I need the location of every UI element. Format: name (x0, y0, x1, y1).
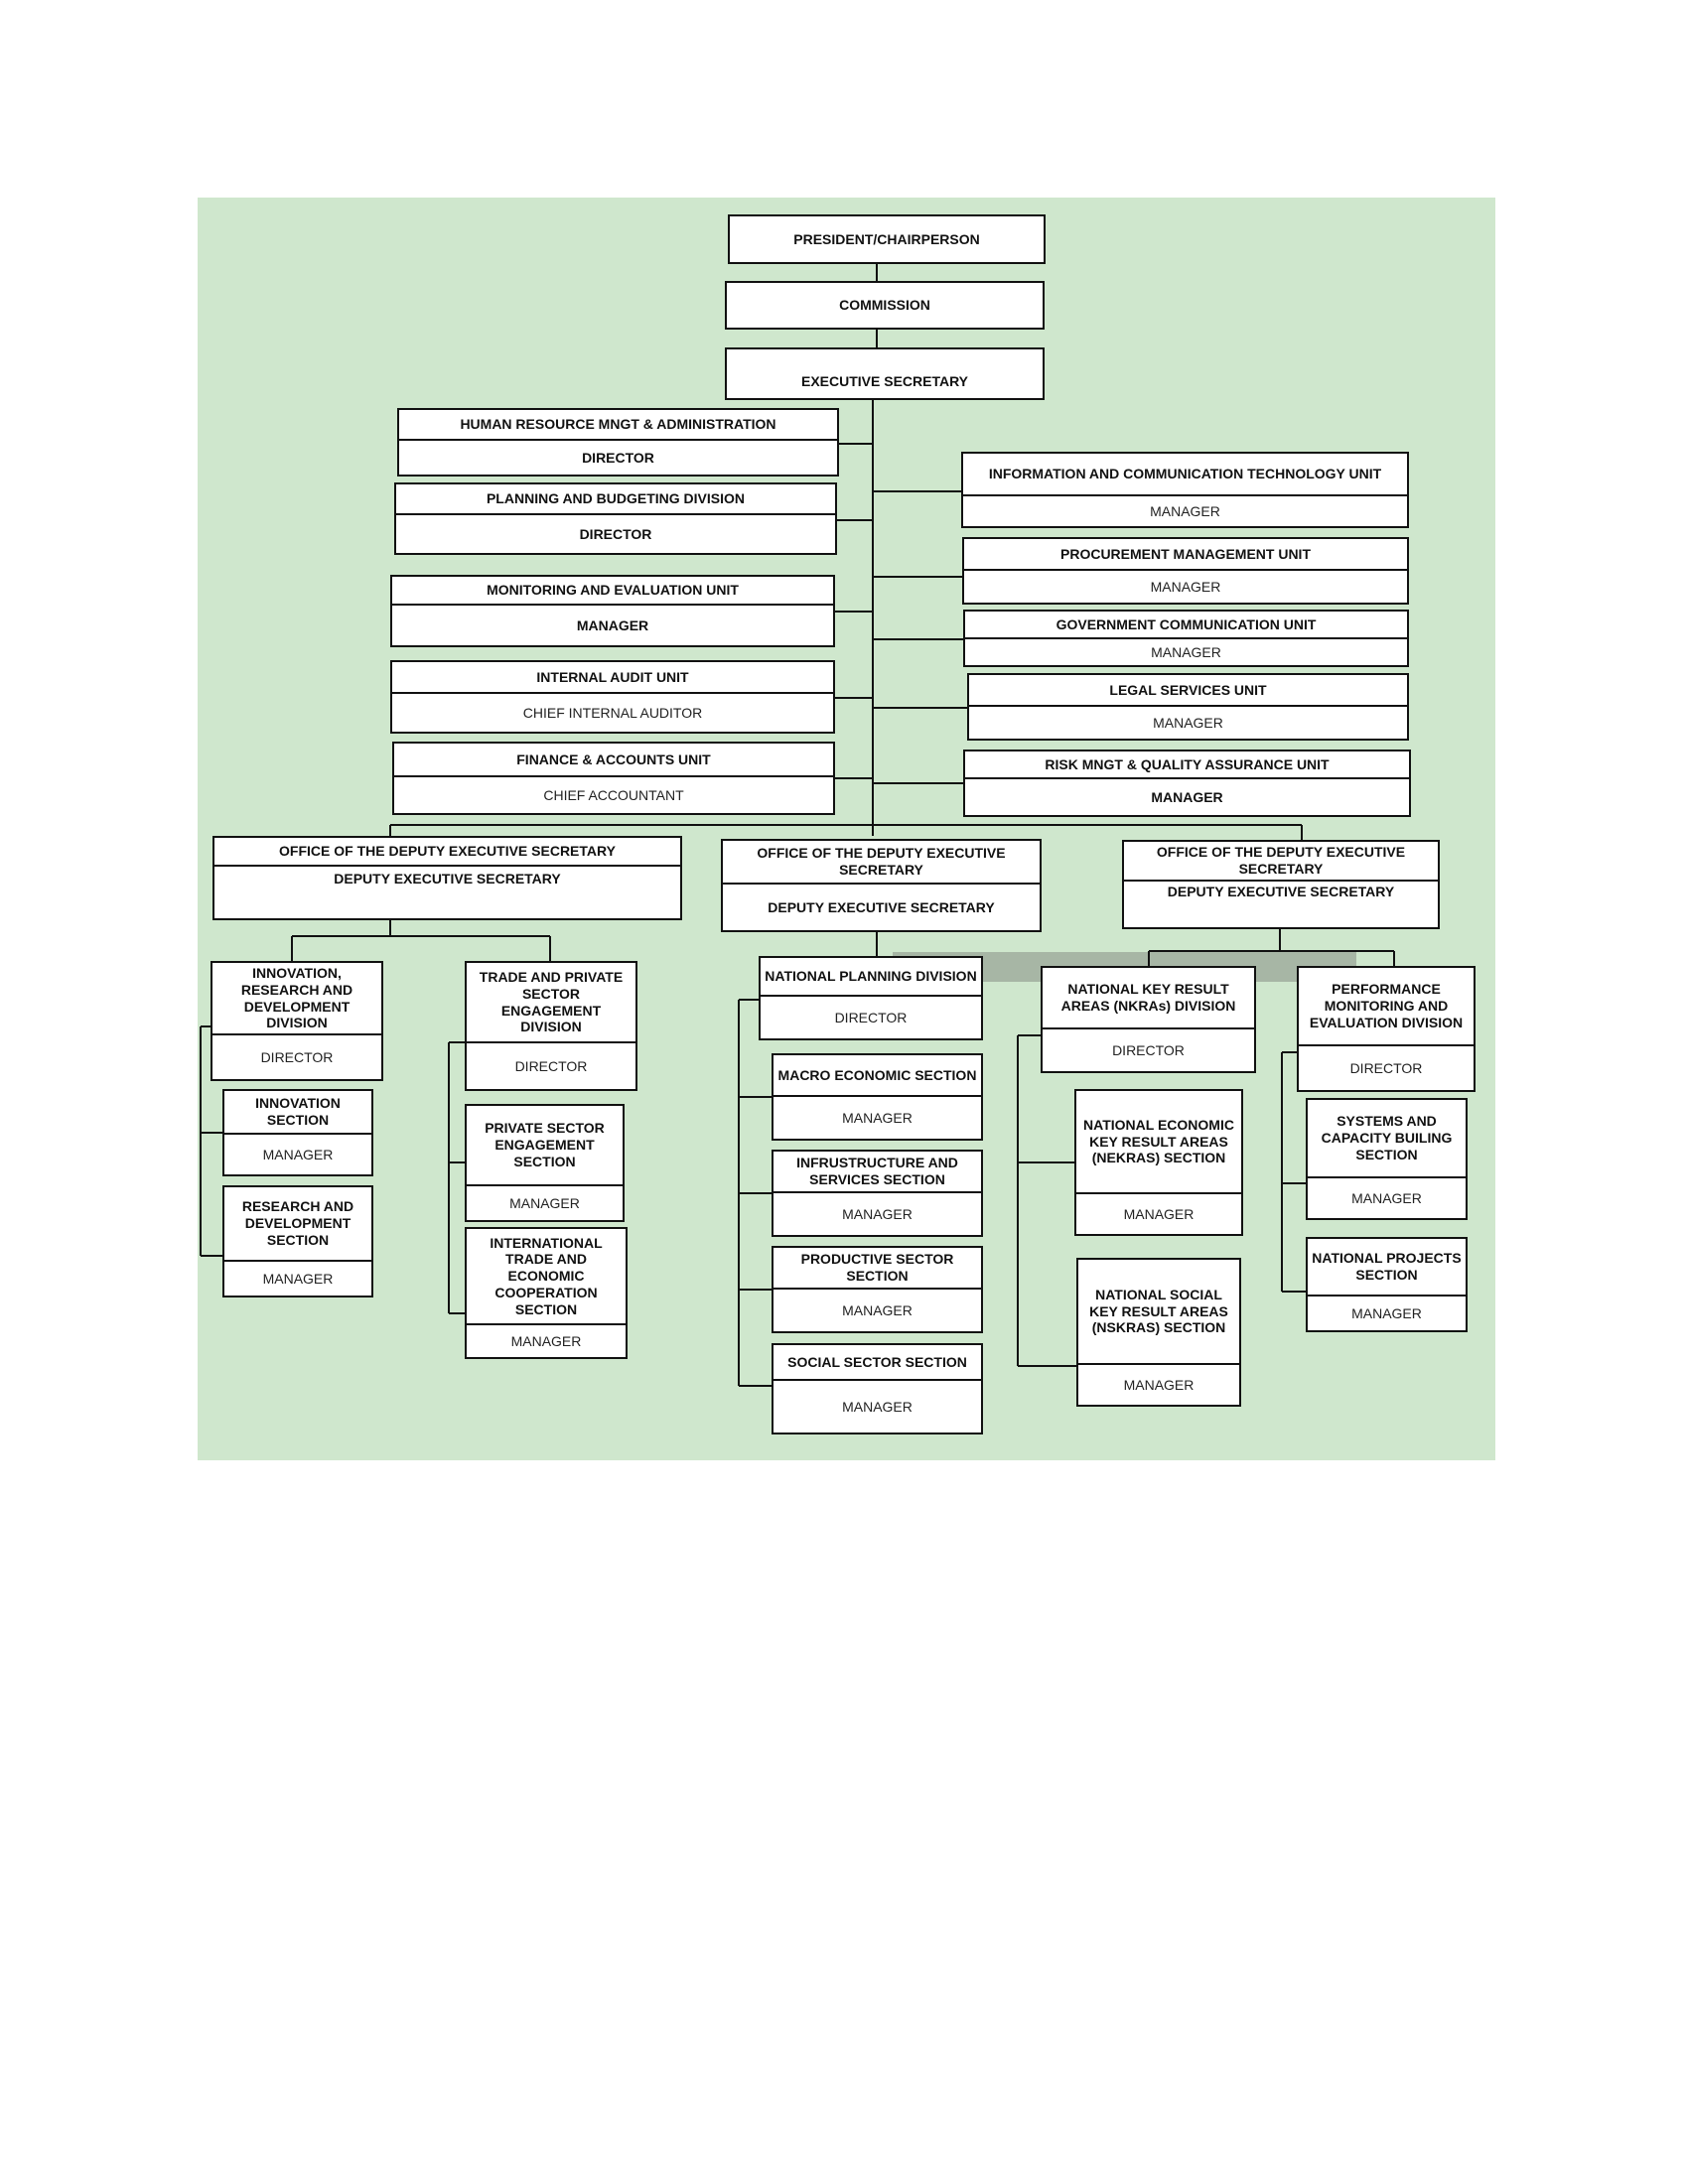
section-head: MANAGER (224, 1260, 371, 1296)
section-head: MANAGER (1078, 1363, 1239, 1405)
division-national-planning: NATIONAL PLANNING DIVISION DIRECTOR (759, 956, 983, 1040)
unit-title: LEGAL SERVICES UNIT (1109, 681, 1267, 698)
deputy-head: DEPUTY EXECUTIVE SECRETARY (1124, 879, 1438, 927)
section-private-sector-engagement: PRIVATE SECTOR ENGAGEMENT SECTION MANAGE… (465, 1104, 625, 1222)
deputy-title: OFFICE OF THE DEPUTY EXECUTIVE SECRETARY (1156, 844, 1406, 877)
section-title: NATIONAL PROJECTS SECTION (1312, 1250, 1462, 1283)
deputy-head: DEPUTY EXECUTIVE SECRETARY (723, 883, 1040, 930)
unit-head: MANAGER (965, 637, 1407, 665)
division-head: DIRECTOR (212, 1033, 381, 1079)
deputy-office-center: OFFICE OF THE DEPUTY EXECUTIVE SECRETARY… (721, 839, 1042, 932)
section-title: NATIONAL ECONOMIC KEY RESULT AREAS (NEKR… (1083, 1116, 1234, 1166)
section-national-projects: NATIONAL PROJECTS SECTION MANAGER (1306, 1237, 1468, 1332)
division-head: DIRECTOR (761, 995, 981, 1038)
unit-head: MANAGER (964, 569, 1407, 603)
section-social-sector: SOCIAL SECTOR SECTION MANAGER (772, 1343, 983, 1434)
section-macro-economic: MACRO ECONOMIC SECTION MANAGER (772, 1053, 983, 1141)
executive-secretary-title: EXECUTIVE SECRETARY (800, 373, 969, 390)
deputy-head: DEPUTY EXECUTIVE SECRETARY (214, 865, 680, 918)
section-head: MANAGER (774, 1379, 981, 1433)
commission-title: COMMISSION (839, 297, 930, 314)
unit-head: MANAGER (965, 777, 1409, 815)
unit-title: INFORMATION AND COMMUNICATION TECHNOLOGY… (988, 466, 1382, 482)
executive-secretary-box: EXECUTIVE SECRETARY (725, 347, 1045, 400)
unit-title: FINANCE & ACCOUNTS UNIT (516, 751, 711, 767)
connector-lines (200, 264, 1395, 1387)
internal-audit-unit: INTERNAL AUDIT UNIT CHIEF INTERNAL AUDIT… (390, 660, 835, 734)
division-performance-monitoring: PERFORMANCE MONITORING AND EVALUATION DI… (1297, 966, 1476, 1092)
section-title: INNOVATION SECTION (255, 1095, 341, 1128)
section-innovation: INNOVATION SECTION MANAGER (222, 1089, 373, 1176)
unit-head: MANAGER (392, 604, 833, 645)
division-head: DIRECTOR (1043, 1027, 1254, 1071)
unit-head: DIRECTOR (396, 513, 835, 553)
section-head: MANAGER (774, 1191, 981, 1235)
unit-title: RISK MNGT & QUALITY ASSURANCE UNIT (1045, 755, 1330, 772)
section-head: MANAGER (1308, 1176, 1466, 1218)
president-title: PRESIDENT/CHAIRPERSON (793, 230, 980, 247)
section-infrastructure-services: INFRUSTRUCTURE AND SERVICES SECTION MANA… (772, 1150, 983, 1237)
section-international-trade: INTERNATIONAL TRADE AND ECONOMIC COOPERA… (465, 1227, 628, 1359)
section-nskras: NATIONAL SOCIAL KEY RESULT AREAS (NSKRAS… (1076, 1258, 1241, 1407)
unit-head: MANAGER (963, 494, 1407, 526)
unit-title: GOVERNMENT COMMUNICATION UNIT (1055, 615, 1317, 632)
division-innovation-research: INNOVATION, RESEARCH AND DEVELOPMENT DIV… (211, 961, 383, 1081)
unit-title: HUMAN RESOURCE MNGT & ADMINISTRATION (460, 416, 776, 433)
section-title: NATIONAL SOCIAL KEY RESULT AREAS (NSKRAS… (1089, 1286, 1228, 1336)
planning-budgeting-division: PLANNING AND BUDGETING DIVISION DIRECTOR (394, 482, 837, 555)
unit-title: PLANNING AND BUDGETING DIVISION (486, 490, 746, 507)
section-title: SYSTEMS AND CAPACITY BUILING SECTION (1321, 1113, 1453, 1162)
risk-quality-assurance-unit: RISK MNGT & QUALITY ASSURANCE UNIT MANAG… (963, 750, 1411, 817)
division-head: DIRECTOR (1299, 1044, 1474, 1090)
section-head: MANAGER (1076, 1192, 1241, 1234)
president-box: PRESIDENT/CHAIRPERSON (728, 214, 1046, 264)
deputy-title: OFFICE OF THE DEPUTY EXECUTIVE SECRETARY (279, 843, 616, 860)
legal-services-unit: LEGAL SERVICES UNIT MANAGER (967, 673, 1409, 741)
section-head: MANAGER (224, 1133, 371, 1174)
section-head: MANAGER (467, 1184, 623, 1220)
section-title: PRIVATE SECTOR ENGAGEMENT SECTION (485, 1120, 605, 1169)
unit-head: CHIEF ACCOUNTANT (394, 775, 833, 813)
section-title: RESEARCH AND DEVELOPMENT SECTION (241, 1198, 354, 1248)
division-title: TRADE AND PRIVATE SECTOR ENGAGEMENT DIVI… (479, 968, 624, 1035)
section-title: PRODUCTIVE SECTOR SECTION (800, 1251, 954, 1284)
unit-title: PROCUREMENT MANAGEMENT UNIT (1060, 545, 1311, 562)
section-research-development: RESEARCH AND DEVELOPMENT SECTION MANAGER (222, 1185, 373, 1297)
division-title: NATIONAL KEY RESULT AREAS (NKRAs) DIVISI… (1060, 981, 1236, 1014)
section-title: SOCIAL SECTOR SECTION (787, 1353, 967, 1370)
section-nekras: NATIONAL ECONOMIC KEY RESULT AREAS (NEKR… (1074, 1089, 1243, 1236)
unit-head: DIRECTOR (399, 439, 837, 475)
division-title: NATIONAL PLANNING DIVISION (765, 968, 977, 985)
section-title: INTERNATIONAL TRADE AND ECONOMIC COOPERA… (490, 1234, 603, 1317)
section-head: MANAGER (774, 1288, 981, 1331)
section-head: MANAGER (774, 1095, 981, 1139)
section-head: MANAGER (1308, 1295, 1466, 1330)
deputy-title: OFFICE OF THE DEPUTY EXECUTIVE SECRETARY (757, 845, 1006, 878)
division-nkras: NATIONAL KEY RESULT AREAS (NKRAs) DIVISI… (1041, 966, 1256, 1073)
section-title: INFRUSTRUCTURE AND SERVICES SECTION (796, 1155, 958, 1187)
unit-head: CHIEF INTERNAL AUDITOR (392, 692, 833, 732)
division-title: PERFORMANCE MONITORING AND EVALUATION DI… (1309, 981, 1464, 1030)
unit-title: MONITORING AND EVALUATION UNIT (487, 582, 739, 599)
unit-title: INTERNAL AUDIT UNIT (536, 668, 689, 685)
deputy-office-left: OFFICE OF THE DEPUTY EXECUTIVE SECRETARY… (212, 836, 682, 920)
unit-head: MANAGER (969, 705, 1407, 739)
hr-admin-unit: HUMAN RESOURCE MNGT & ADMINISTRATION DIR… (397, 408, 839, 477)
commission-box: COMMISSION (725, 281, 1045, 330)
section-head: MANAGER (467, 1323, 626, 1357)
procurement-unit: PROCUREMENT MANAGEMENT UNIT MANAGER (962, 537, 1409, 605)
ict-unit: INFORMATION AND COMMUNICATION TECHNOLOGY… (961, 452, 1409, 528)
section-productive-sector: PRODUCTIVE SECTOR SECTION MANAGER (772, 1246, 983, 1333)
division-title: INNOVATION, RESEARCH AND DEVELOPMENT DIV… (240, 965, 353, 1031)
section-systems-capacity: SYSTEMS AND CAPACITY BUILING SECTION MAN… (1306, 1098, 1468, 1220)
org-chart: PRESIDENT/CHAIRPERSON COMMISSION EXECUTI… (198, 198, 1495, 1460)
section-title: MACRO ECONOMIC SECTION (777, 1066, 977, 1083)
deputy-office-right: OFFICE OF THE DEPUTY EXECUTIVE SECRETARY… (1122, 840, 1440, 929)
government-communication-unit: GOVERNMENT COMMUNICATION UNIT MANAGER (963, 610, 1409, 667)
division-trade-private-sector: TRADE AND PRIVATE SECTOR ENGAGEMENT DIVI… (465, 961, 637, 1091)
finance-accounts-unit: FINANCE & ACCOUNTS UNIT CHIEF ACCOUNTANT (392, 742, 835, 815)
division-head: DIRECTOR (467, 1041, 635, 1089)
monitoring-evaluation-unit: MONITORING AND EVALUATION UNIT MANAGER (390, 575, 835, 647)
